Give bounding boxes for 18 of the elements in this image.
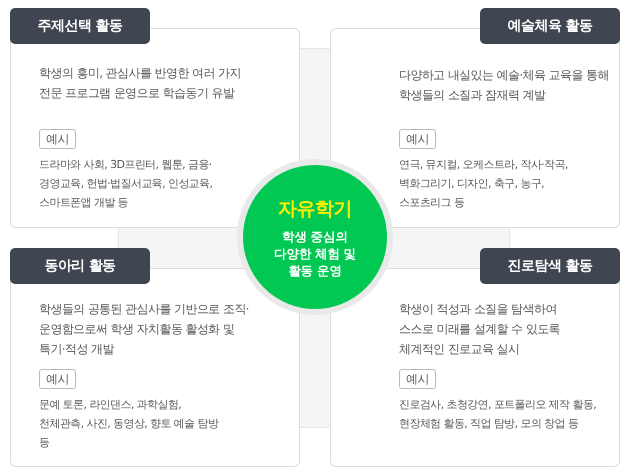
examples-text: 진로검사, 초청강연, 포트폴리오 제작 활동, 현장체험 활동, 직업 탐방, 모의 창업 등 (399, 397, 598, 432)
description-text: 학생들의 공통된 관심사를 기반으로 조직·운영함으로써 학생 자치활동 활성화 및 특기·적성 개발 (39, 301, 250, 358)
heading-tab: 예술체육 활동 (480, 8, 620, 44)
description-text: 학생의 흥미, 관심사를 반영한 여러 가지 전문 프로그램 운영으로 학습동기 유발 (39, 65, 242, 102)
heading-tab: 동아리 활동 (10, 248, 150, 284)
examples-text: 드라마와 사회, 3D프린터, 웹툰, 금융·경영교육, 헌법·법질서교육, 인성교육, 스마트폰앱 개발 등 (39, 157, 214, 211)
example-tag: 예시 (399, 129, 436, 149)
example-tag: 예시 (39, 129, 76, 149)
example-tag: 예시 (39, 369, 76, 389)
examples-text: 연극, 뮤지컬, 오케스트라, 작사·작곡, 벽화그리기, 디자인, 축구, 농구, 스포츠리그 등 (399, 157, 569, 211)
example-tag: 예시 (399, 369, 436, 389)
description-text: 학생이 적성과 소질을 탐색하여 스스로 미래를 설계할 수 있도록 체계적인 진로교육 실시 (399, 301, 562, 358)
examples-text: 문예 토론, 라인댄스, 과학실험, 천체관측, 사진, 동영상, 향토 예술 탐방 등 (39, 397, 219, 451)
heading-tab: 진로탐색 활동 (480, 248, 620, 284)
circle-title: 자유학기 (278, 196, 352, 222)
heading-tab: 주제선택 활동 (10, 8, 150, 44)
description-text: 다양하고 내실있는 예술·체육 교육을 통해 학생들의 소질과 잠재력 계발 (399, 67, 610, 104)
circle-subtitle: 학생 중심의 다양한 체험 및 활동 운영 (273, 228, 357, 278)
